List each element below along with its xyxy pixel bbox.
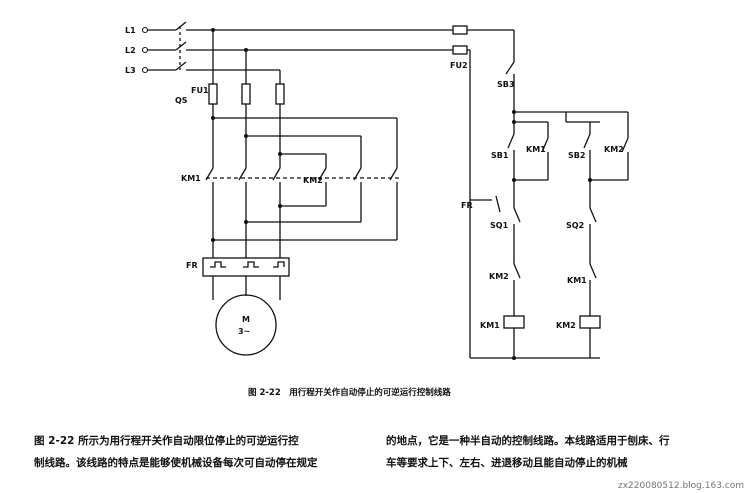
figure-caption: 图 2-22 用行程开关作自动停止的可逆运行控制线路 xyxy=(248,388,451,398)
label-L3: L3 xyxy=(125,66,136,75)
paragraph-left-line2: 制线路。该线路的特点是能够使机械设备每次可自动停在规定 xyxy=(34,457,318,469)
label-SB3: SB3 xyxy=(497,80,514,89)
label-SB2: SB2 xyxy=(568,151,585,160)
label-FU1: FU1 xyxy=(191,86,209,95)
paragraph-right-line1: 的地点，它是一种半自动的控制线路。本线路适用于刨床、行 xyxy=(386,435,670,447)
label-FR-main: FR xyxy=(186,261,198,270)
label-SQ1: SQ1 xyxy=(490,221,509,230)
label-SB1: SB1 xyxy=(491,151,509,160)
paragraph-right-line2: 车等要求上下、左右、进退移动且能自动停止的机械 xyxy=(386,457,628,469)
label-KM2-main: KM2 xyxy=(303,176,323,185)
paragraph-left-line1: 图 2-22 所示为用行程开关作自动限位停止的可逆运行控 xyxy=(34,435,299,447)
label-QS: QS xyxy=(175,96,188,105)
motor-label: M xyxy=(242,315,250,324)
label-KM1-hold: KM1 xyxy=(526,145,546,154)
watermark: zx220080512.blog.163.com xyxy=(618,481,744,491)
label-L1: L1 xyxy=(125,26,136,35)
label-SQ2: SQ2 xyxy=(566,221,584,230)
label-FR-ctrl: FR xyxy=(461,201,473,210)
label-FU2: FU2 xyxy=(450,61,468,70)
label-KM2-coil: KM2 xyxy=(556,321,576,330)
label-KM1-coil: KM1 xyxy=(480,321,500,330)
label-KM2-interlock: KM2 xyxy=(489,272,509,281)
label-KM2-hold: KM2 xyxy=(604,145,624,154)
motor-phase-label: 3~ xyxy=(238,327,250,336)
label-KM1-interlock: KM1 xyxy=(567,276,587,285)
label-L2: L2 xyxy=(125,46,136,55)
label-KM1-main: KM1 xyxy=(181,174,201,183)
